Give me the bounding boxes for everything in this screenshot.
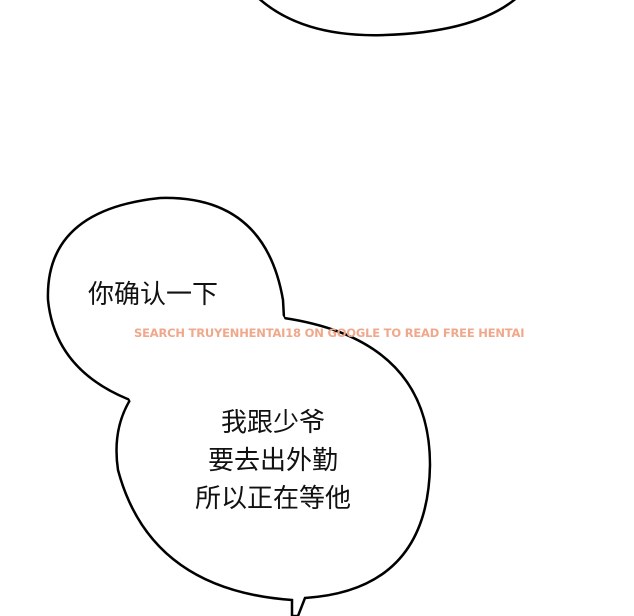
- speech-text-second: 我跟少爷 要去出外勤 所以正在等他: [180, 404, 366, 518]
- left-bubble: [46, 196, 286, 402]
- speech-line: 所以正在等他: [194, 484, 351, 514]
- right-bubble: [115, 316, 432, 616]
- speech-line: 要去出外勤: [207, 446, 338, 476]
- speech-line: 我跟少爷: [220, 408, 325, 438]
- top-bubble: [258, 0, 517, 37]
- speech-text-first: 你确认一下: [88, 280, 219, 310]
- watermark: SEARCH TRUYENHENTAI18 ON GOOGLE TO READ …: [134, 326, 525, 340]
- bubble-join: [128, 315, 286, 403]
